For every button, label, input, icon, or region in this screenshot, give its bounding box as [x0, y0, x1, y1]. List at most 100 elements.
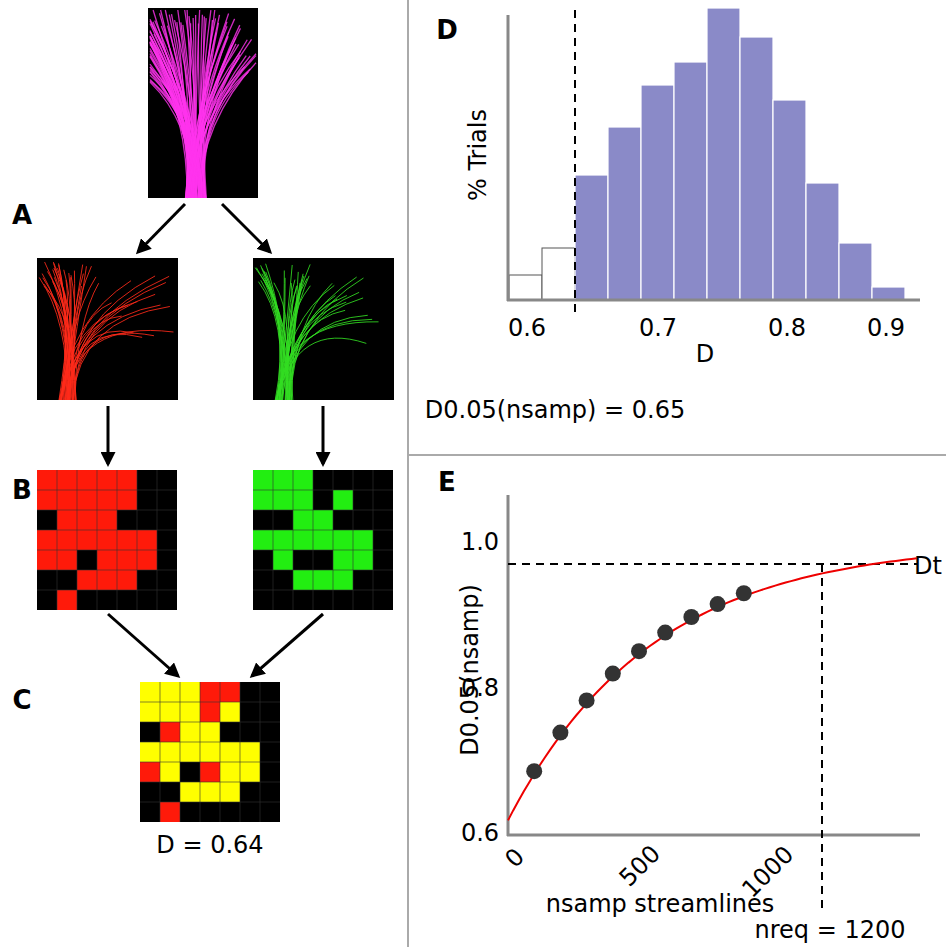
stroke	[281, 315, 367, 400]
voxel	[77, 490, 97, 510]
voxel	[57, 510, 77, 530]
voxel	[57, 470, 77, 490]
stroke	[220, 682, 221, 822]
voxel	[293, 470, 313, 490]
stroke	[255, 268, 288, 400]
tick-label: 0	[500, 843, 529, 872]
stroke	[75, 333, 154, 400]
histogram-bar	[839, 243, 872, 300]
stroke	[37, 530, 177, 531]
voxel	[200, 742, 220, 762]
axis-title: D0.05(nsamp)	[457, 584, 483, 756]
voxel	[240, 762, 260, 782]
voxel	[200, 762, 220, 782]
stroke	[97, 470, 98, 610]
voxel	[117, 570, 137, 590]
voxel	[137, 550, 157, 570]
voxel	[293, 490, 313, 510]
voxel-grids	[37, 470, 393, 822]
stroke	[293, 470, 294, 610]
stroke	[66, 266, 87, 400]
tract-streamlines	[150, 10, 256, 198]
voxel	[333, 550, 353, 570]
target-line	[508, 563, 918, 565]
voxel	[57, 550, 77, 570]
stroke	[200, 682, 201, 822]
tick-label: 0.7	[639, 315, 677, 341]
fit-curve	[508, 558, 917, 820]
stroke	[37, 510, 177, 511]
panel-divider	[408, 454, 946, 456]
stroke	[253, 550, 393, 551]
voxel	[117, 470, 137, 490]
panel-letter: A	[12, 201, 32, 230]
voxel	[180, 782, 200, 802]
stroke	[37, 490, 177, 491]
stroke	[137, 470, 138, 610]
voxel	[253, 470, 273, 490]
tract-streamlines	[255, 264, 378, 400]
voxel	[37, 530, 57, 550]
histogram-bar	[509, 275, 542, 300]
stroke	[140, 762, 280, 763]
voxel	[220, 742, 240, 762]
voxel	[353, 530, 373, 550]
histogram-bar	[773, 100, 806, 300]
voxel	[117, 490, 137, 510]
data-point	[552, 725, 568, 741]
voxel	[313, 570, 333, 590]
stroke	[190, 56, 250, 198]
tick-label: 0.9	[867, 315, 905, 341]
voxel	[273, 550, 293, 570]
voxel	[57, 530, 77, 550]
voxel	[180, 702, 200, 722]
voxel	[293, 530, 313, 550]
stroke	[204, 54, 256, 198]
data-point	[605, 666, 621, 682]
stroke	[140, 722, 280, 723]
axis-title: D	[696, 341, 714, 367]
axis	[507, 834, 920, 837]
stroke	[279, 265, 293, 400]
voxel	[77, 470, 97, 490]
stroke	[353, 470, 354, 610]
stroke	[193, 69, 250, 198]
histogram	[509, 8, 905, 300]
stroke	[187, 39, 251, 198]
voxel	[253, 530, 273, 550]
panel-divider	[407, 0, 409, 947]
stroke	[289, 283, 332, 400]
stroke	[44, 286, 74, 400]
voxel	[220, 682, 240, 702]
fit-curve	[508, 558, 917, 820]
data-point	[710, 596, 726, 612]
voxel	[180, 682, 200, 702]
tract-streamlines	[39, 262, 173, 400]
stroke	[253, 510, 393, 511]
stroke	[253, 590, 393, 591]
grid-ground	[37, 470, 177, 610]
voxel	[200, 682, 220, 702]
stroke	[53, 262, 72, 400]
arrows	[108, 204, 323, 676]
stroke	[57, 470, 58, 610]
voxel	[137, 530, 157, 550]
required-value: nreq = 1200	[755, 917, 906, 943]
histogram-bar	[806, 183, 839, 300]
voxel	[220, 782, 240, 802]
stroke	[262, 274, 293, 400]
histogram-bar	[740, 37, 773, 300]
voxel	[77, 510, 97, 530]
voxel	[140, 762, 160, 782]
voxel	[37, 550, 57, 570]
histogram-bar	[872, 287, 905, 300]
voxel	[160, 742, 180, 762]
stroke	[253, 570, 393, 571]
voxel	[313, 530, 333, 550]
threshold-line	[574, 10, 576, 312]
voxel	[293, 570, 313, 590]
histogram-bar	[641, 85, 674, 300]
voxel	[200, 782, 220, 802]
voxel	[253, 490, 273, 510]
stroke	[65, 330, 173, 400]
